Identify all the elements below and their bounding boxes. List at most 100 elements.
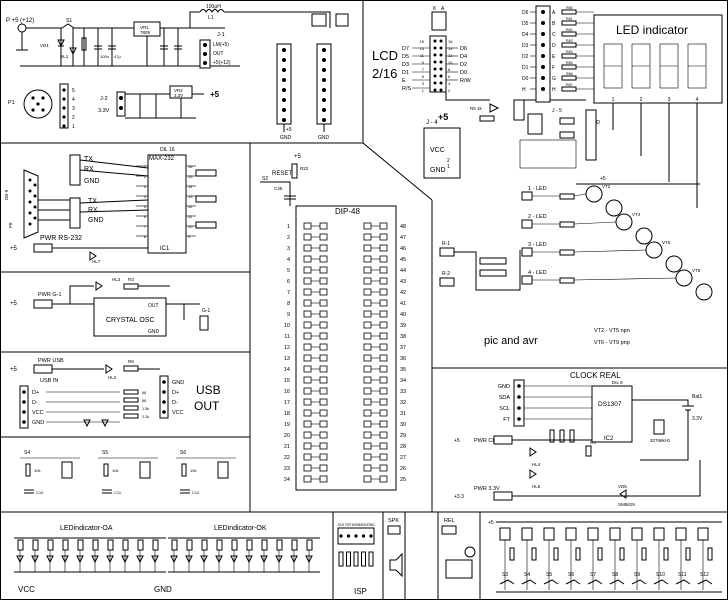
lcd-pin-number: 3	[422, 81, 425, 86]
dip-hole	[319, 365, 328, 373]
led-input-label: H	[522, 87, 526, 93]
dip-hole	[363, 299, 372, 307]
db9-pin	[28, 200, 32, 204]
dip-hole	[363, 431, 372, 439]
max232-ic	[147, 154, 187, 254]
button-label: S5	[102, 450, 108, 456]
ic-pin-number: 15	[188, 174, 193, 179]
dip-pin-right: 47	[400, 235, 406, 241]
dip-pin-right: 26	[400, 466, 406, 472]
ds1307-label: DS1307	[598, 401, 622, 408]
lcd-pin-number: 4	[448, 81, 451, 86]
db9-pin	[28, 222, 32, 226]
vd5-part-label: SM5819	[618, 502, 635, 507]
led-row-label: 3 - LED	[528, 242, 547, 248]
usb-in-line-label: D-	[32, 400, 38, 406]
dip-pin-right: 42	[400, 290, 406, 296]
switch-s1-label: S1	[66, 18, 72, 24]
p1-pin-number: 4	[72, 97, 75, 103]
header-pin	[541, 54, 545, 58]
lcd-plus5-label: +5	[438, 112, 448, 122]
led-strip-resistor	[276, 539, 283, 551]
lcd-line-label: D5	[402, 54, 409, 60]
clock-pin	[517, 406, 521, 410]
usb-in-line-label: VCC	[32, 410, 44, 416]
led-indicator-title: LED indicator	[616, 23, 688, 37]
dip-pin-right: 36	[400, 356, 406, 362]
switch-jumper	[631, 527, 643, 541]
usb-resistor	[123, 397, 139, 403]
led-strip-resistor	[231, 539, 238, 551]
dip-hole	[303, 354, 312, 362]
header-pin	[282, 98, 286, 102]
lcd-pin-number: 2	[448, 88, 451, 93]
dip-hole	[319, 288, 328, 296]
vd5-label: VD5	[618, 484, 627, 489]
switch-jumper	[543, 527, 555, 541]
pullup-value: 10k	[34, 468, 40, 473]
db9-pin	[33, 183, 37, 187]
dip-hole	[363, 409, 372, 417]
header-plus5-label: +5	[286, 127, 292, 133]
db9-label: DB-9	[4, 189, 9, 200]
led-input-label: D5	[522, 21, 529, 27]
power-section: P +5 (+12) S1 VD1 HL1 100n 47μ VR1 7805	[6, 4, 349, 141]
ic-pin-number: 6	[144, 214, 147, 219]
header-gnd-label-right: GND	[318, 135, 330, 141]
dip-hole	[363, 398, 372, 406]
led-strip-resistor	[186, 539, 193, 551]
base-resistor	[559, 277, 575, 284]
header-pin	[322, 108, 326, 112]
switch-icon	[521, 579, 537, 585]
lcd-a-label: A	[441, 6, 445, 12]
header-pin	[541, 76, 545, 80]
segment-label: F	[552, 65, 555, 71]
switch-jumper	[565, 527, 577, 541]
bottom-section: LEDindicator-OA LEDindicator-OK VCC GND …	[14, 518, 722, 596]
pwr-usb-label: PWR USB	[38, 358, 64, 364]
dip-pin-right: 40	[400, 312, 406, 318]
j2-volt-label: 3.3V	[98, 108, 110, 114]
j4-vcc-label: VCC	[430, 147, 445, 154]
segment-resistor-label: R83	[566, 39, 573, 43]
lcd-line-label: D4	[460, 54, 467, 60]
transistor-label: VT2	[602, 184, 611, 189]
dip-hole	[363, 266, 372, 274]
p1-pin	[62, 124, 66, 128]
db9-pin	[33, 194, 37, 198]
lcd-backlight-connector	[431, 11, 447, 31]
led-ok-title: LEDindicator-OK	[214, 525, 267, 532]
crystal-osc-block	[93, 297, 167, 337]
base-resistor	[559, 193, 575, 200]
lcd-pin	[433, 88, 437, 92]
switch-label: S5	[546, 572, 552, 578]
usb-out-line-label: VCC	[172, 410, 184, 416]
dip-hole	[363, 475, 372, 483]
digit-number: 3	[668, 97, 671, 103]
led-strip-resistor	[261, 539, 268, 551]
dip-pin-left: 14	[284, 367, 290, 373]
switch-icon	[609, 579, 625, 585]
r3-label: R3	[128, 277, 134, 282]
ic-pin-number: 2	[144, 174, 147, 179]
ds1307-package: DIL 8	[612, 380, 623, 385]
pwr33-label: PWR 3.3V	[474, 486, 500, 492]
header-pin	[322, 118, 326, 122]
dip-hole	[363, 332, 372, 340]
dip-pin-right: 32	[400, 400, 406, 406]
isp-resistor	[353, 551, 359, 567]
dip-hole	[379, 332, 388, 340]
lcd-line-label: R/W	[460, 78, 472, 84]
dip-hole	[303, 398, 312, 406]
dip-hole	[303, 376, 312, 384]
led-strip-resistor	[122, 539, 129, 551]
dip-pin-left: 11	[284, 334, 290, 340]
lcd-pin	[433, 39, 437, 43]
dip-pin-left: 19	[284, 422, 290, 428]
segment-resistor	[561, 9, 577, 15]
isp-pin-label: MOSI	[352, 523, 360, 527]
segment-resistor	[561, 31, 577, 37]
vr2-plus5-label: +5	[210, 90, 220, 99]
dip-hole	[303, 343, 312, 351]
ic-pin-number: 10	[188, 224, 193, 229]
